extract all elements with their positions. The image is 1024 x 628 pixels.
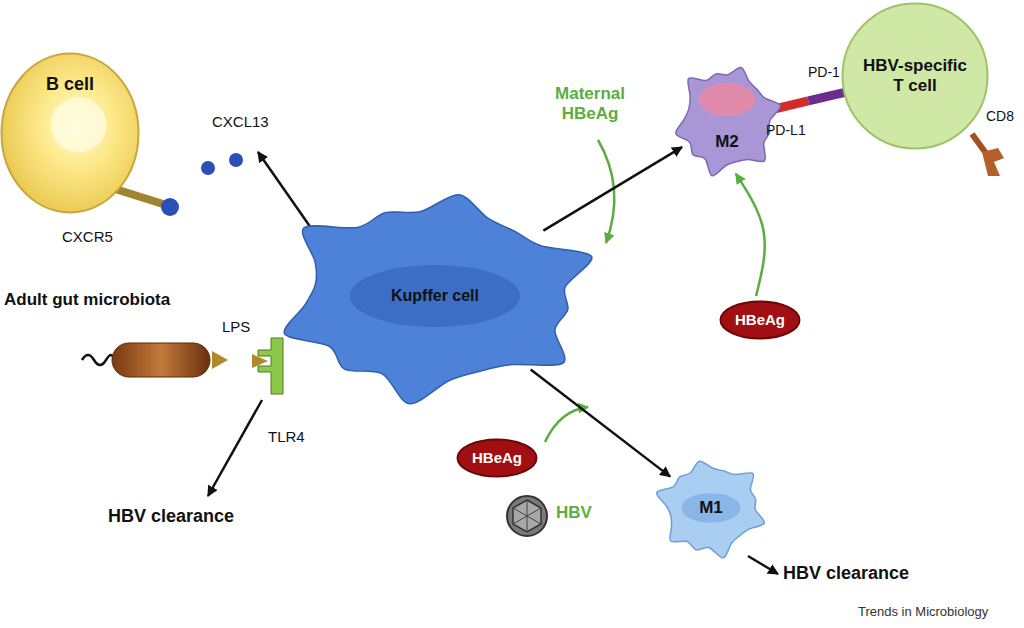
annotation-label: LPS bbox=[222, 318, 250, 335]
annotation-label: PD-L1 bbox=[766, 122, 806, 138]
m1-macrophage: M1 bbox=[652, 455, 770, 561]
b-cell: B cell bbox=[0, 52, 140, 214]
cxcl13-bound-dot bbox=[161, 198, 179, 216]
hbv-induction-arrow bbox=[545, 407, 588, 442]
hbeag-oval: HBeAg bbox=[719, 300, 801, 340]
m2-macrophage-nucleus bbox=[699, 83, 756, 117]
annotation-heading: Adult gut microbiota bbox=[4, 290, 170, 310]
cxcl13-dot bbox=[201, 161, 215, 175]
lps-triangle bbox=[212, 351, 228, 369]
annotation-heading: HBV clearance bbox=[783, 563, 909, 584]
kupffer-cell-nucleus bbox=[350, 265, 520, 327]
cxcl13-dot bbox=[229, 153, 243, 167]
annotation-heading: HBV clearance bbox=[108, 506, 234, 527]
hbeag-oval-body bbox=[721, 302, 800, 339]
hbeag-oval: HBeAg bbox=[456, 438, 538, 478]
node-label: HBV-specific T cell bbox=[856, 56, 974, 95]
node-label: B cell bbox=[46, 74, 94, 95]
annotation-label: PD-1 bbox=[808, 64, 840, 80]
bacterium bbox=[112, 343, 210, 377]
node-label: M1 bbox=[699, 498, 723, 518]
arrow-path bbox=[531, 369, 671, 476]
cxcr5-stalk bbox=[112, 188, 163, 204]
arrow-connector bbox=[531, 369, 671, 476]
annotation-heading: Maternal HBeAg bbox=[545, 84, 635, 123]
annotation-label: CXCL13 bbox=[212, 113, 269, 130]
kupffer-cell-body bbox=[284, 195, 592, 404]
hbv-virion bbox=[507, 496, 547, 536]
ligand-receptor-bar bbox=[772, 92, 845, 109]
clearance-arrow bbox=[748, 556, 778, 574]
tlr4-receptor bbox=[258, 338, 283, 394]
node-label: Kupffer cell bbox=[391, 287, 479, 305]
arrow-path bbox=[543, 147, 682, 231]
hbeag-oval-body bbox=[458, 440, 537, 477]
arrow-path bbox=[736, 174, 765, 297]
clearance-arrow bbox=[208, 400, 262, 496]
b-cell-nucleus bbox=[50, 97, 106, 152]
lps-triangle bbox=[252, 354, 268, 368]
cd8-receptor bbox=[972, 134, 1004, 176]
arrow-connector bbox=[736, 174, 765, 297]
node-label: HBeAg bbox=[472, 449, 522, 466]
m2-macrophage: M2 bbox=[670, 60, 784, 180]
m1-macrophage-nucleus bbox=[682, 493, 741, 523]
pd-1-bar bbox=[808, 92, 845, 101]
t-cell: HBV-specific T cell bbox=[841, 2, 989, 150]
node-label: HBeAg bbox=[735, 311, 785, 328]
m2-macrophage-body bbox=[676, 67, 781, 175]
m2-macrophage-outline bbox=[670, 60, 784, 180]
m1-macrophage-body bbox=[657, 461, 765, 558]
annotation-label: CD8 bbox=[986, 108, 1014, 124]
annotation-label: Trends in Microbiology bbox=[858, 605, 988, 620]
kupffer-cell: Kupffer cell bbox=[265, 185, 605, 407]
arrow-connector bbox=[543, 147, 682, 231]
b-cell-body bbox=[2, 54, 139, 213]
t-cell-body bbox=[843, 4, 988, 149]
annotation-heading: HBV bbox=[556, 503, 592, 523]
annotation-label: CXCR5 bbox=[62, 228, 113, 245]
secretion-arrow bbox=[258, 152, 318, 238]
annotation-label: TLR4 bbox=[268, 428, 305, 445]
flagellum bbox=[82, 355, 114, 365]
node-label: M2 bbox=[715, 132, 739, 152]
